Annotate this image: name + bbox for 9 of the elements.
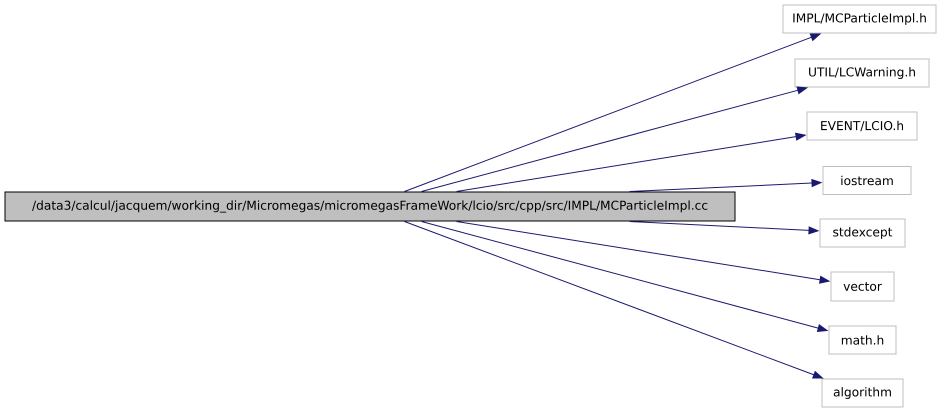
- header-box: IMPL/MCParticleImpl.h: [782, 4, 936, 34]
- header-box: UTIL/LCWarning.h: [794, 58, 930, 88]
- file-box: /data3/calcul/jacquem/working_dir/Micromegas/micromegasFrameWork/lcio/src/cpp/src/IMPL/MCParticleImpl.cc: [4, 192, 736, 222]
- header-box: math.h: [828, 326, 896, 354]
- header-box: iostream: [822, 166, 912, 195]
- header-box: algorithm: [822, 378, 904, 408]
- header-box: stdexcept: [820, 218, 906, 248]
- header-box: vector: [830, 272, 894, 302]
- header-box: EVENT/LCIO.h: [806, 112, 918, 140]
